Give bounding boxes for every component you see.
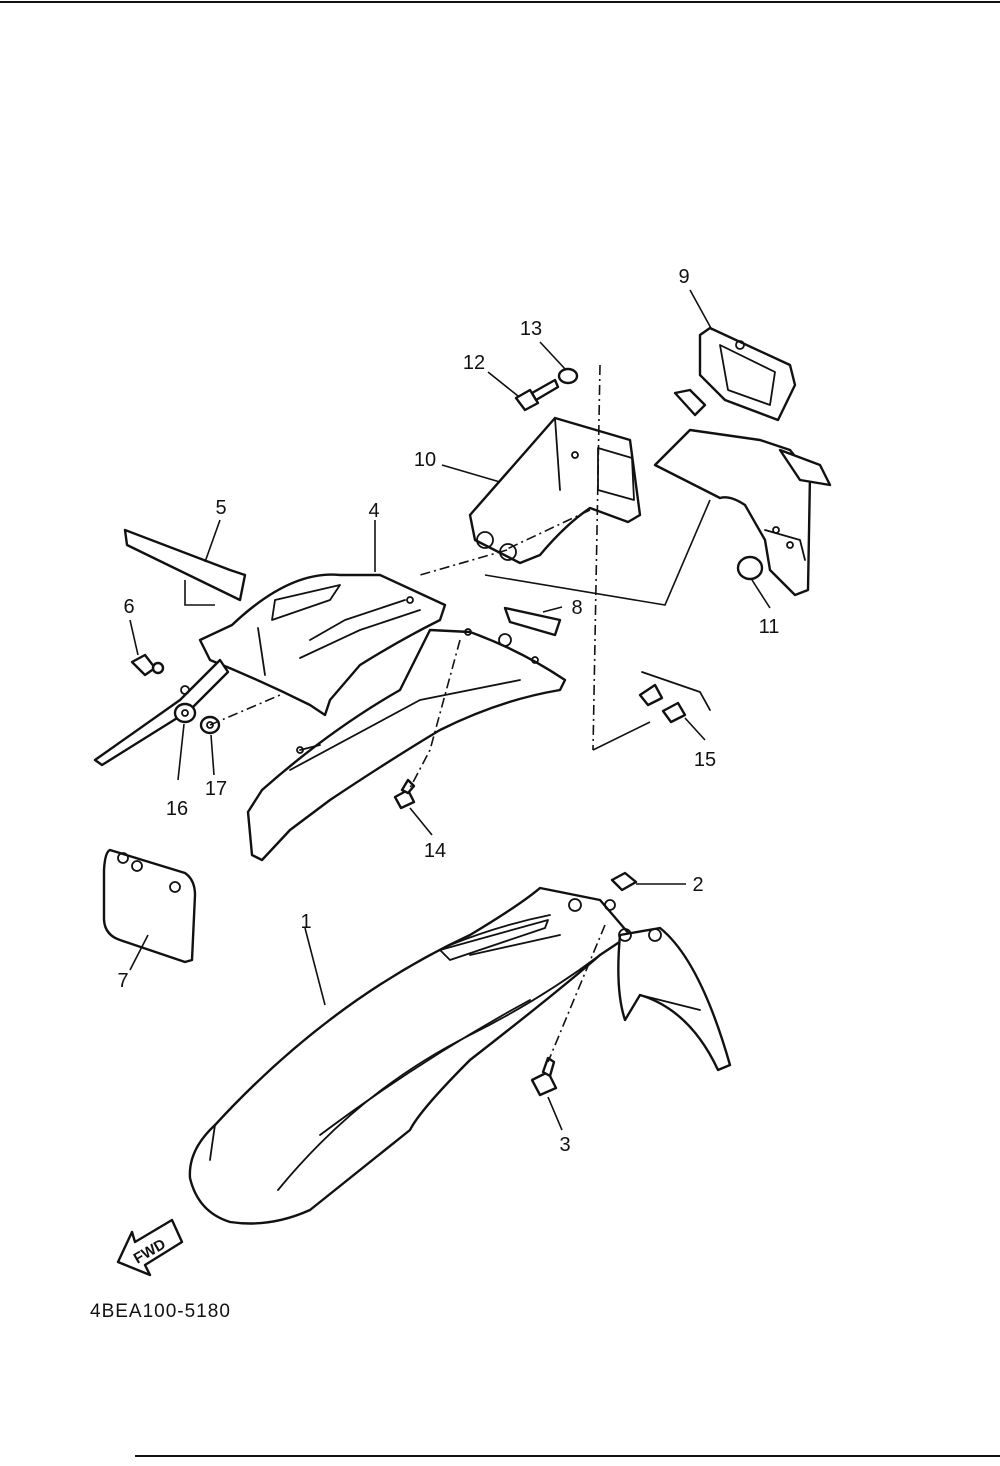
callout-1: 1 bbox=[300, 911, 311, 933]
callout-3: 3 bbox=[559, 1134, 570, 1156]
front-fender bbox=[188, 886, 732, 1225]
callout-6: 6 bbox=[123, 596, 134, 618]
callout-8: 8 bbox=[571, 597, 582, 619]
assembly-lines bbox=[184, 364, 711, 1063]
drawing-code: 4BEA100-5180 bbox=[90, 1301, 231, 1322]
callout-14: 14 bbox=[424, 840, 446, 862]
number-plate bbox=[102, 848, 197, 964]
callout-15: 15 bbox=[694, 749, 716, 771]
callout-7: 7 bbox=[117, 970, 128, 992]
callout-4: 4 bbox=[368, 500, 379, 522]
callout-labels: 1 2 3 4 5 6 7 8 9 10 11 12 13 14 15 16 1… bbox=[117, 266, 779, 1156]
bolt bbox=[514, 378, 560, 412]
callout-2: 2 bbox=[692, 874, 703, 896]
bolt-part-3 bbox=[530, 1056, 558, 1097]
washer bbox=[557, 367, 579, 385]
leader-lines bbox=[129, 289, 771, 1131]
fender-bracket bbox=[93, 658, 230, 767]
callout-13: 13 bbox=[520, 318, 542, 340]
nut-part-16 bbox=[173, 702, 197, 724]
nut-part-2 bbox=[610, 871, 638, 892]
rear-fender bbox=[198, 573, 567, 862]
callout-10: 10 bbox=[414, 449, 436, 471]
decal bbox=[503, 606, 562, 637]
callout-16: 16 bbox=[166, 798, 188, 820]
bolt-part-6 bbox=[130, 653, 165, 677]
callout-5: 5 bbox=[215, 497, 226, 519]
grommet bbox=[736, 555, 764, 581]
tail-bracket bbox=[653, 326, 832, 597]
taillight-cover bbox=[468, 416, 642, 565]
callout-17: 17 bbox=[205, 778, 227, 800]
callout-9: 9 bbox=[678, 266, 689, 288]
callout-11: 11 bbox=[759, 616, 780, 638]
seal-strip bbox=[123, 528, 247, 602]
callout-12: 12 bbox=[463, 352, 485, 374]
fwd-arrow: FWD bbox=[116, 1218, 184, 1277]
screw-part-14 bbox=[393, 778, 416, 810]
screw-part-15 bbox=[638, 671, 711, 724]
